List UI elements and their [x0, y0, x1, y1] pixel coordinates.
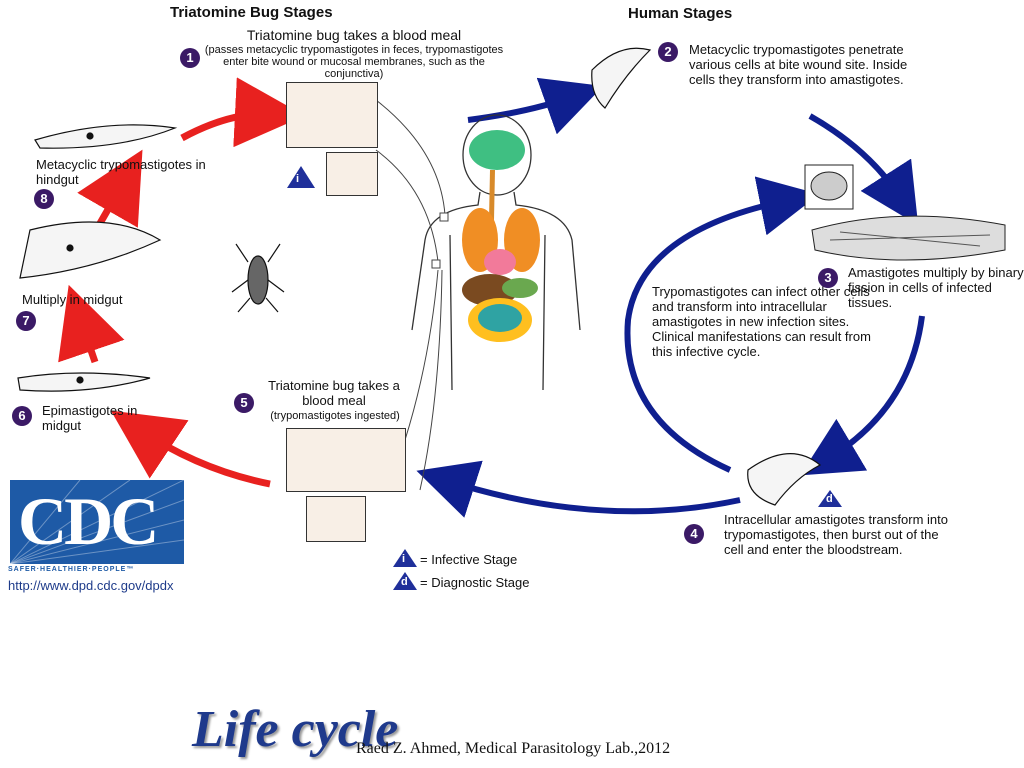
step-2-text: Metacyclic trypomastigotes penetrate var… — [689, 42, 908, 87]
arrow-1-to-2 — [467, 77, 604, 135]
cdc-logo-text: CDC — [18, 483, 159, 559]
arrow-8-to-1 — [180, 77, 305, 148]
cdc-logo: CDC — [10, 480, 184, 564]
cdc-url-link[interactable]: http://www.dpd.cdc.gov/dpdx — [8, 578, 174, 593]
step-6-badge: 6 — [12, 406, 32, 426]
legend-infective-triangle — [393, 549, 417, 567]
arrow-5-to-6 — [110, 410, 271, 488]
header-bug-stages: Triatomine Bug Stages — [170, 4, 333, 21]
legend-infective-label: = Infective Stage — [420, 552, 518, 567]
human-organs — [462, 130, 540, 342]
step-3-text: Amastigotes multiply by binary fission i… — [848, 265, 1024, 310]
inset-bite-panel-1 — [286, 82, 378, 148]
step-5-badge: 5 — [234, 393, 254, 413]
arrow-6-to-7 — [58, 284, 125, 364]
step-1-title: Triatomine bug takes a blood meal — [246, 27, 462, 43]
step-1-note: (passes metacyclic trypomastigotes in fe… — [204, 44, 504, 80]
step-6-text: Epimastigotes in midgut — [42, 403, 138, 433]
cdc-logo-rays — [10, 480, 184, 564]
step-5-note: (trypomastigotes ingested) — [270, 410, 400, 422]
organism-metacyclic — [17, 124, 178, 392]
diagnostic-marker-label: d — [826, 493, 833, 505]
arrow-4-to-5 — [416, 460, 741, 518]
diagnostic-marker-triangle — [818, 490, 842, 507]
legend-infective-symbol: i — [402, 553, 406, 565]
legend-diagnostic-label: = Diagnostic Stage — [420, 575, 530, 590]
inset-trypomastigote-5 — [306, 496, 366, 542]
step-7-badge: 7 — [16, 311, 36, 331]
step-7-text: Multiply in midgut — [22, 292, 123, 307]
organism-human-trypomastigote — [591, 47, 822, 506]
step-3-badge: 3 — [818, 268, 838, 288]
inset-bite-panel-5 — [286, 428, 406, 492]
arrow-3-to-4 — [800, 315, 925, 476]
slide-credit: Raed Z. Ahmed, Medical Parasitology Lab.… — [356, 740, 671, 757]
legend-diagnostic-triangle — [393, 572, 417, 590]
inset-trypomastigote-1 — [326, 152, 378, 196]
step-4-text: Intracellular amastigotes transform into… — [724, 512, 948, 557]
step-4-badge: 4 — [684, 524, 704, 544]
infected-tissue — [804, 164, 1006, 261]
infective-marker-label: i — [296, 173, 300, 185]
triatomine-bug-icon — [231, 243, 285, 313]
header-human-stages: Human Stages — [628, 5, 733, 22]
step-2-badge: 2 — [658, 42, 678, 62]
infective-marker-triangle — [287, 166, 315, 188]
step-8-badge: 8 — [34, 189, 54, 209]
step-5-title: Triatomine bug takes a blood meal — [268, 378, 400, 408]
cdc-tagline: SAFER·HEALTHIER·PEOPLE™ — [8, 566, 135, 573]
step-1-badge: 1 — [180, 48, 200, 68]
step-8-text: Metacyclic trypomastigotes in hindgut — [36, 157, 206, 187]
arrow-reinfection-cycle — [624, 176, 820, 473]
reinfection-cycle-text: Trypomastigotes can infect other cells a… — [652, 284, 871, 359]
legend-diagnostic-symbol: d — [401, 576, 408, 588]
slide-title: Life cycle — [192, 701, 399, 758]
arrow-2-to-3 — [808, 113, 919, 226]
